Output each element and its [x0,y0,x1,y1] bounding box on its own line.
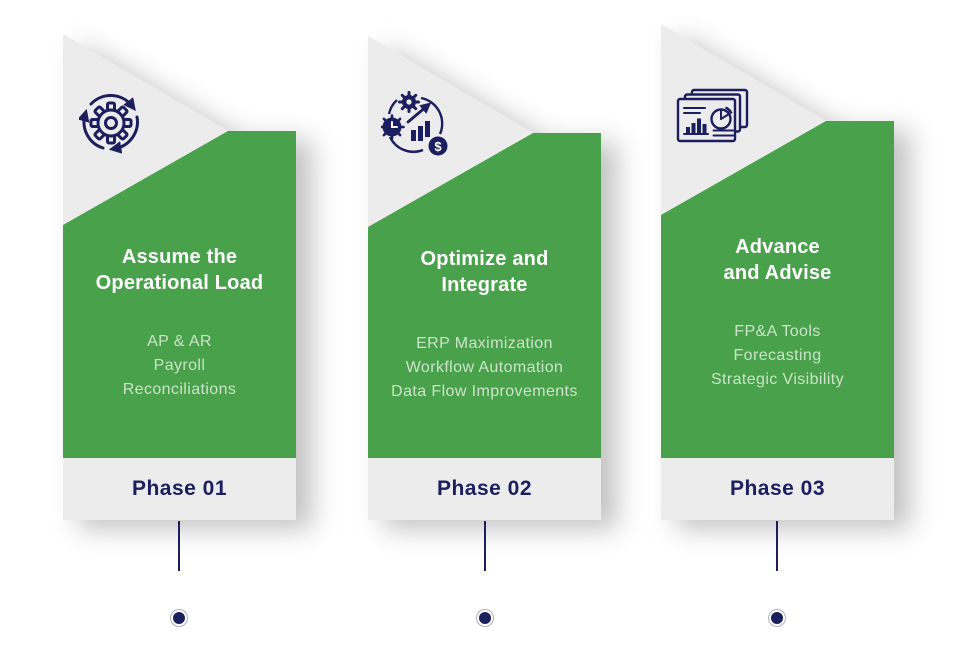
card-items: ERP Maximization Workflow Automation Dat… [368,332,601,404]
connector-line [776,521,778,571]
card-title-line: Advance [735,236,820,258]
phase-label: Phase 02 [436,477,533,500]
phase-strip: Phase 02 [368,458,601,520]
connector-line [178,521,180,571]
card-title: Advance and Advise [661,234,894,286]
connector-line [484,521,486,571]
timeline-dot [476,609,494,627]
card-item: ERP Maximization [416,335,553,352]
timeline-dot [170,609,188,627]
timeline-dot [768,609,786,627]
process-cycle-gear-icon [77,90,143,159]
phase-strip: Phase 01 [63,458,296,520]
phase-card-1: Assume the Operational Load AP & AR Payr… [63,34,296,520]
card-item: Workflow Automation [405,359,564,376]
card-item: Payroll [153,357,206,374]
card-title-line: Assume the [121,246,238,268]
phase-label: Phase 01 [131,477,228,500]
phase-strip: Phase 03 [661,458,894,520]
reports-analytics-icon [675,88,751,151]
card-item: Reconciliations [122,381,237,398]
svg-text:$: $ [434,139,442,154]
phase-card-3: Advance and Advise FP&A Tools Forecastin… [661,24,894,520]
card-title-line: Integrate [441,274,528,296]
card-item: Forecasting [733,347,822,364]
card-title: Optimize and Integrate [368,246,601,298]
card-title: Assume the Operational Load [63,244,296,296]
card-title-line: and Advise [723,262,832,284]
card-item: Strategic Visibility [710,371,845,388]
card-item: AP & AR [147,333,212,350]
card-items: FP&A Tools Forecasting Strategic Visibil… [661,320,894,392]
card-title-line: Operational Load [95,272,264,294]
finance-optimization-icon: $ [379,91,451,162]
card-item: Data Flow Improvements [391,383,578,400]
phase-label: Phase 03 [729,477,826,500]
phase-card-2: $ Optimize and Integrate ERP Maximizatio… [368,36,601,520]
card-title-line: Optimize and [420,248,549,270]
card-items: AP & AR Payroll Reconciliations [63,330,296,402]
card-item: FP&A Tools [734,323,821,340]
